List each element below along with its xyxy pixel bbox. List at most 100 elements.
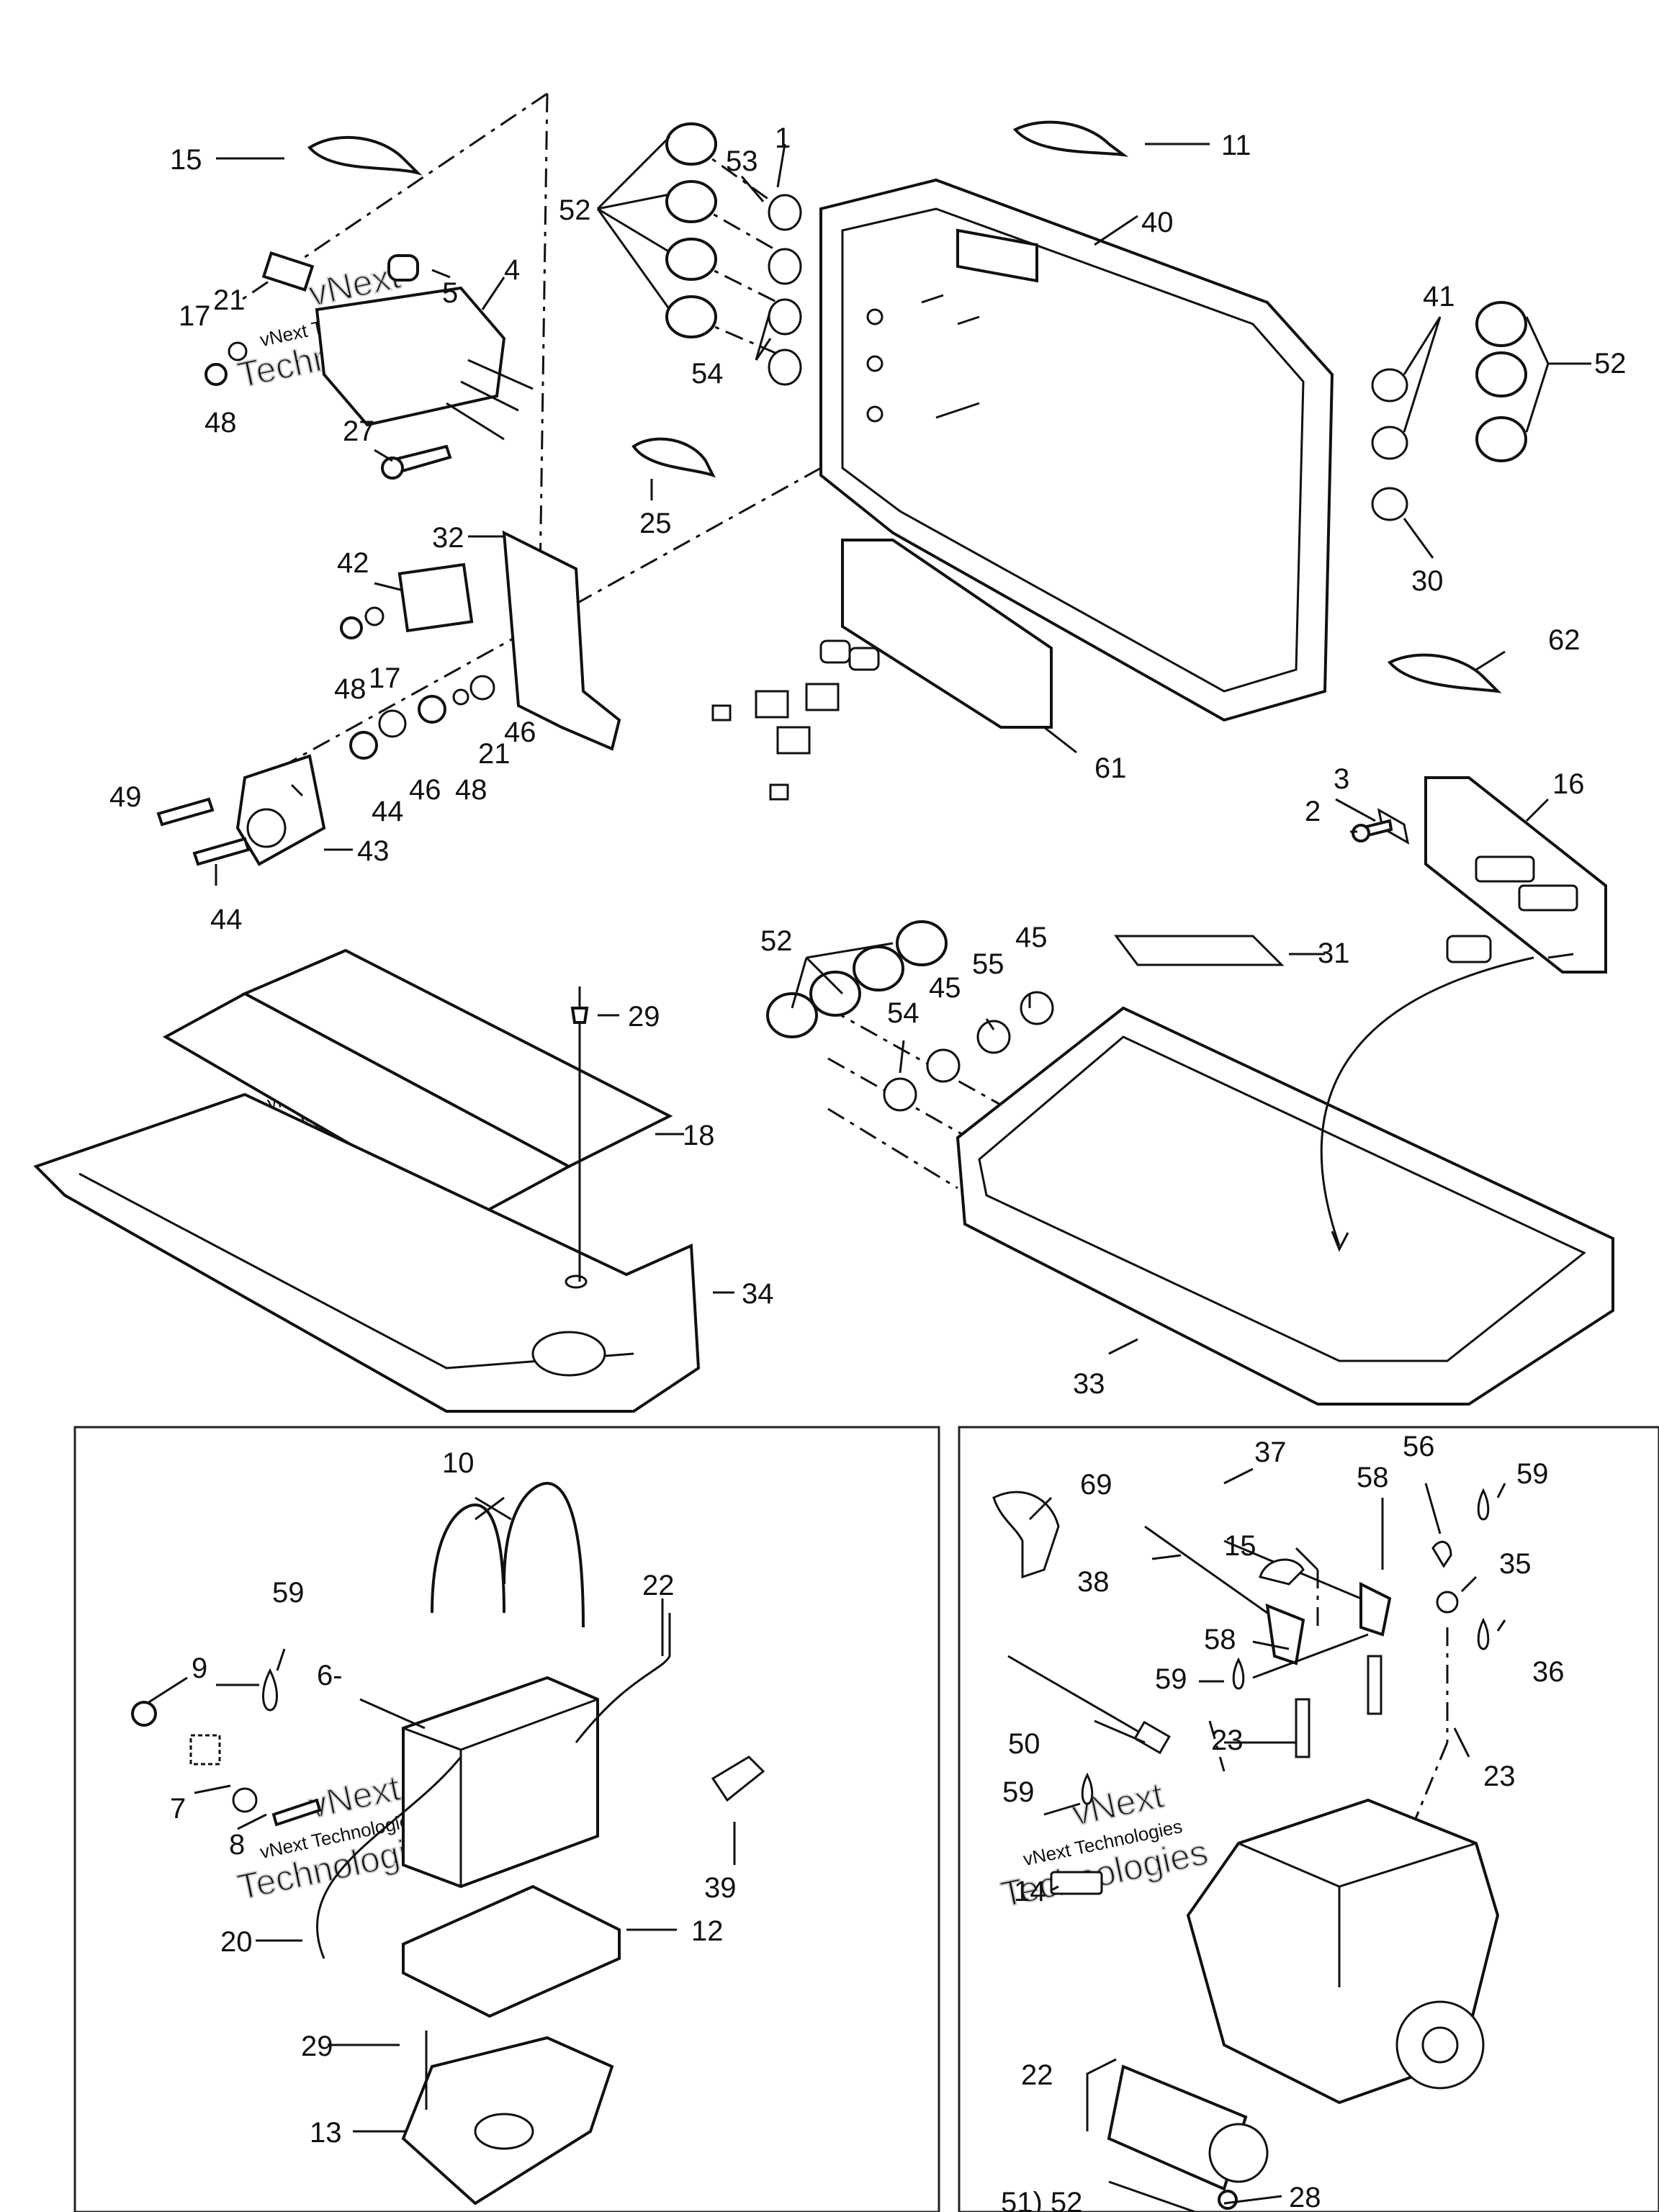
callout-11: 11	[1221, 130, 1251, 161]
nut	[131, 1701, 157, 1727]
callout-62: 62	[1548, 624, 1581, 656]
screw-head	[1352, 824, 1370, 842]
solenoid-terminal	[246, 808, 287, 848]
grommet	[1371, 487, 1408, 521]
drip-icon	[1081, 1772, 1094, 1805]
grommet	[768, 248, 802, 285]
cable-tie-small	[1259, 1558, 1305, 1586]
callout-49: 49	[109, 781, 142, 813]
callout-41: 41	[1423, 281, 1455, 313]
callout-61: 61	[1094, 752, 1127, 784]
callout-43: 43	[357, 835, 390, 867]
callout-6: 6-	[317, 1660, 343, 1691]
starter-solenoid	[235, 754, 326, 866]
callout-13: 13	[310, 2117, 342, 2149]
washer	[232, 1787, 258, 1813]
callout-9: 9	[192, 1653, 207, 1684]
grommet	[768, 349, 802, 386]
grommet	[1371, 426, 1408, 460]
callout-39: 39	[704, 1872, 737, 1904]
callout-16: 16	[1552, 768, 1585, 800]
cable-nut	[665, 122, 717, 166]
callout-17b: 17	[369, 662, 401, 694]
washer	[364, 606, 385, 626]
cable-nut	[665, 238, 717, 281]
callout-1: 1	[775, 122, 791, 154]
fuel-line-clip	[992, 1491, 1060, 1579]
callout-14: 14	[1014, 1876, 1046, 1907]
nut	[340, 616, 363, 639]
battery-assembly	[131, 1481, 765, 2206]
spark-plug-wire	[1144, 1525, 1268, 1614]
callout-29b: 29	[301, 2031, 333, 2062]
bolt	[192, 837, 251, 866]
grommet	[883, 1077, 917, 1112]
solenoid-posts	[446, 359, 534, 441]
callout-44b: 44	[210, 904, 243, 935]
nut	[204, 363, 228, 386]
drip-icon	[262, 1668, 278, 1712]
callout-15a: 15	[170, 144, 202, 176]
callout-58b: 58	[1204, 1624, 1236, 1655]
callout-25: 25	[639, 508, 672, 539]
grommet	[768, 298, 802, 336]
board-connector	[1475, 855, 1535, 883]
cable-nut	[766, 992, 818, 1038]
terminal-boot	[711, 1755, 765, 1802]
callout-8: 8	[229, 1829, 245, 1861]
cable-nut-stack-top	[665, 122, 802, 386]
drip-icon	[1477, 1617, 1490, 1650]
grommet	[926, 1048, 961, 1083]
callout-23a: 23	[1211, 1725, 1244, 1756]
callout-59a: 59	[272, 1577, 305, 1609]
box-base-rim	[978, 1035, 1586, 1362]
box-base-shell	[956, 1006, 1614, 1406]
leader-lines	[147, 135, 1591, 2205]
washer	[452, 688, 469, 706]
callout-42: 42	[337, 547, 369, 579]
terminal-bolt	[271, 1798, 322, 1827]
fuel-filter	[1133, 1720, 1171, 1755]
callout-45b: 45	[929, 972, 961, 1004]
callout-34: 34	[742, 1278, 774, 1310]
callout-58a: 58	[1357, 1462, 1389, 1493]
mini-fuse	[711, 704, 732, 721]
cable-tie	[1012, 120, 1129, 157]
battery-top-edge	[403, 1698, 598, 1887]
engine-assembly	[992, 1488, 1500, 2212]
callout-52a: 52	[559, 194, 591, 226]
mounting-hole	[866, 355, 884, 372]
cable-nut	[1475, 301, 1527, 347]
drip-icon	[1477, 1488, 1490, 1521]
cable-nut	[665, 295, 717, 338]
holder-hole	[474, 2113, 534, 2150]
cylinder-head	[1238, 1842, 1477, 1987]
callout-38: 38	[1077, 1566, 1110, 1598]
callout-37: 37	[1254, 1437, 1287, 1468]
bracket-plate	[502, 530, 621, 751]
callout-35: 35	[1499, 1548, 1532, 1580]
push-pin-head	[570, 1007, 589, 1024]
grommet	[768, 194, 802, 231]
drip-icon	[1232, 1657, 1245, 1690]
arrow-curve	[1320, 956, 1534, 1246]
callout-28: 28	[1289, 2182, 1321, 2212]
box-cover-shell	[819, 178, 1334, 722]
callout-17a: 17	[179, 300, 211, 332]
support-plate	[33, 1092, 701, 1413]
arrow-head	[1331, 1231, 1349, 1252]
callout-40: 40	[1141, 207, 1174, 238]
cover-tab	[956, 228, 1038, 283]
spark-plug-cap	[1359, 1581, 1392, 1637]
battery-inset-panel	[73, 1426, 940, 2212]
spark-plug	[1367, 1655, 1382, 1715]
callout-51: 51) 52	[1001, 2187, 1082, 2212]
relay	[776, 726, 811, 755]
plate-hole	[565, 1274, 588, 1289]
callout-48b: 48	[334, 673, 367, 705]
cable-tie	[307, 135, 423, 176]
spark-plug	[1295, 1698, 1310, 1758]
callout-10: 10	[442, 1447, 475, 1479]
connector-block	[1050, 1871, 1103, 1895]
